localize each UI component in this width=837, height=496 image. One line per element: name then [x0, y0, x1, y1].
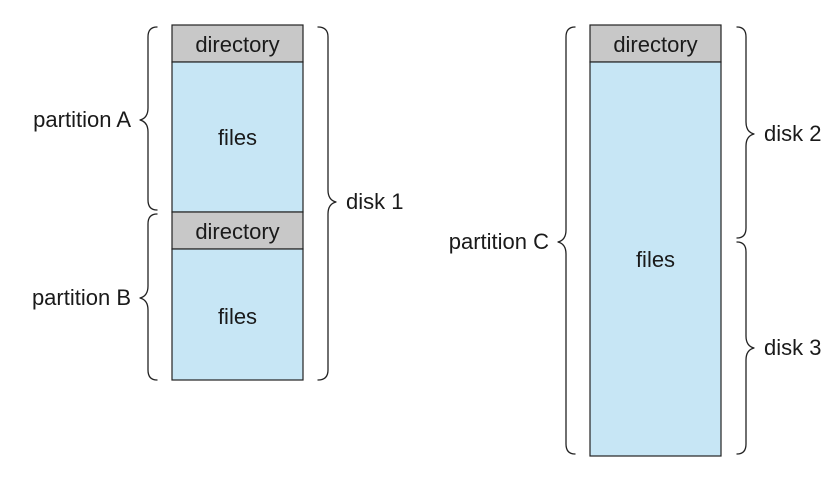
disk-1-label: disk 1 [346, 189, 403, 214]
partition-b-brace [139, 213, 158, 381]
partition-a-brace [139, 26, 158, 211]
partition-a-files-box [171, 61, 304, 213]
partition-a-directory-label: directory [195, 32, 279, 57]
partition-b-label: partition B [32, 285, 131, 310]
partition-c-directory-label: directory [613, 32, 697, 57]
partition-c-files-box [589, 61, 722, 457]
partition-c-brace [557, 26, 576, 455]
partition-a-files-label: files [218, 125, 257, 150]
partition-b-files-label: files [218, 304, 257, 329]
partition-c-files-label: files [636, 247, 675, 272]
disk-3-label: disk 3 [764, 335, 821, 360]
partition-a-label: partition A [33, 107, 131, 132]
partition-b-directory-label: directory [195, 219, 279, 244]
disk-3-brace [736, 241, 755, 455]
disk-1-brace [317, 26, 337, 381]
partition-c-label: partition C [449, 229, 549, 254]
disk-2-label: disk 2 [764, 121, 821, 146]
disk-2-brace [736, 26, 755, 239]
partition-b-directory-box [171, 211, 304, 250]
partition-b-files-box [171, 248, 304, 381]
partition-a-directory-box [171, 24, 304, 63]
